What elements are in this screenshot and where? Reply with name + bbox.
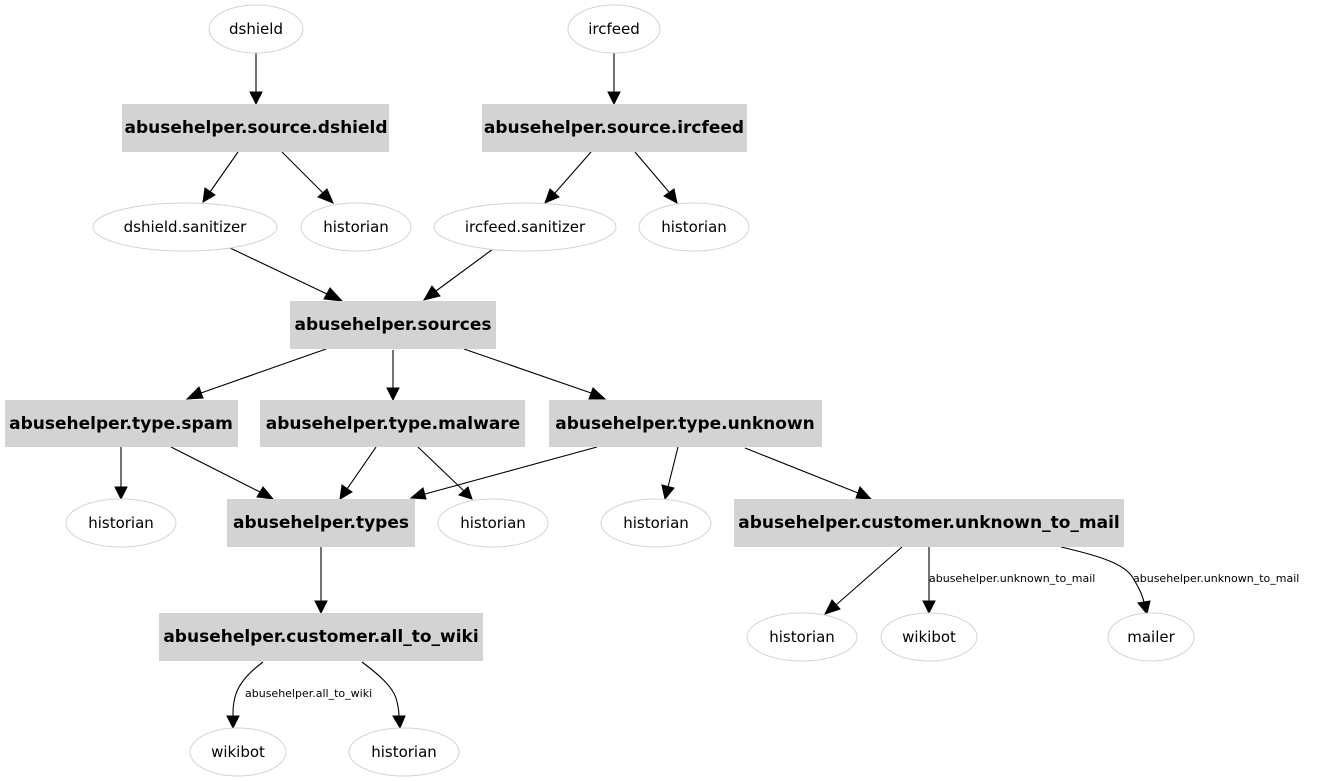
edge-type-spam-to-types xyxy=(170,446,275,500)
bot-label: historian xyxy=(623,514,689,532)
room-type-malware[interactable]: abusehelper.type.malware xyxy=(260,400,525,447)
edge-label-unknown-to-mailer: abusehelper.unknown_to_mail xyxy=(1133,572,1299,585)
edges xyxy=(114,53,1151,730)
edge-source-ircfeed-to-historian xyxy=(634,151,678,204)
room-label: abusehelper.type.spam xyxy=(9,414,233,434)
edge-type-malware-to-types xyxy=(339,446,377,500)
bot-historian-wiki[interactable]: historian xyxy=(348,727,460,777)
edge-source-dshield-to-historian xyxy=(281,151,334,204)
edge-ircfeed-sanitizer-to-sources xyxy=(422,248,494,301)
bot-label: historian xyxy=(661,218,727,236)
bot-ircfeed-sanitizer[interactable]: ircfeed.sanitizer xyxy=(433,202,617,252)
room-source-dshield[interactable]: abusehelper.source.dshield xyxy=(122,104,389,152)
edge-unknown-to-mail-to-mailer xyxy=(1060,546,1151,616)
bot-historian-unknown[interactable]: historian xyxy=(600,498,712,548)
bot-label: historian xyxy=(371,743,437,761)
edge-type-unknown-to-customer-unknown-to-mail xyxy=(744,447,873,500)
edge-dshield-sanitizer-to-sources xyxy=(229,247,344,302)
edge-all-to-wiki-to-historian xyxy=(361,661,406,730)
edge-unknown-to-mail-to-historian xyxy=(824,546,903,615)
room-label: abusehelper.type.malware xyxy=(266,414,520,434)
edge-type-malware-to-historian xyxy=(417,446,473,500)
room-customer-all-to-wiki[interactable]: abusehelper.customer.all_to_wiki xyxy=(159,613,483,661)
room-type-spam[interactable]: abusehelper.type.spam xyxy=(5,400,238,447)
edge-label-unknown-to-wikibot: abusehelper.unknown_to_mail xyxy=(929,572,1095,585)
bot-label: wikibot xyxy=(211,743,265,761)
bot-dshield-sanitizer[interactable]: dshield.sanitizer xyxy=(92,202,278,252)
room-label: abusehelper.customer.all_to_wiki xyxy=(163,627,478,647)
bot-dshield[interactable]: dshield xyxy=(208,4,304,54)
room-label: abusehelper.source.dshield xyxy=(124,118,387,138)
bot-historian-mail[interactable]: historian xyxy=(746,612,858,662)
bot-nodes: dshield ircfeed dshield.sanitizer histor… xyxy=(65,4,1195,777)
bot-label: historian xyxy=(88,514,154,532)
bot-label: historian xyxy=(769,628,835,646)
room-label: abusehelper.types xyxy=(233,513,409,533)
edge-sources-to-type-unknown xyxy=(463,348,607,400)
edge-source-ircfeed-to-sanitizer xyxy=(544,151,592,204)
edge-type-unknown-to-types xyxy=(409,446,598,500)
bot-historian-ircfeed[interactable]: historian xyxy=(638,202,750,252)
edge-sources-to-type-malware xyxy=(386,350,400,402)
bot-label: historian xyxy=(460,514,526,532)
edge-type-unknown-to-historian xyxy=(661,446,679,501)
edge-types-to-customer-all-to-wiki xyxy=(314,547,328,615)
edge-label-all-to-wiki: abusehelper.all_to_wiki xyxy=(245,687,372,700)
bot-label: mailer xyxy=(1127,628,1175,646)
bot-historian-malware[interactable]: historian xyxy=(437,498,549,548)
edge-type-spam-to-historian xyxy=(114,447,128,501)
bot-label: ircfeed xyxy=(588,20,640,38)
bot-label: dshield.sanitizer xyxy=(124,218,248,236)
room-sources[interactable]: abusehelper.sources xyxy=(290,301,496,349)
edge-unknown-to-mail-to-wikibot xyxy=(922,547,936,615)
room-label: abusehelper.customer.unknown_to_mail xyxy=(738,513,1119,533)
edge-labels: abusehelper.unknown_to_mail abusehelper.… xyxy=(245,572,1299,700)
bot-wikibot-mail[interactable]: wikibot xyxy=(880,612,978,662)
bot-historian-spam[interactable]: historian xyxy=(65,498,177,548)
bot-label: historian xyxy=(323,218,389,236)
bot-wikibot-wiki[interactable]: wikibot xyxy=(189,727,287,777)
edge-source-dshield-to-sanitizer xyxy=(202,151,239,203)
edge-all-to-wiki-to-wikibot xyxy=(226,661,264,730)
room-label: abusehelper.sources xyxy=(295,315,492,335)
room-customer-unknown-to-mail[interactable]: abusehelper.customer.unknown_to_mail xyxy=(734,499,1124,547)
bot-label: wikibot xyxy=(902,628,956,646)
room-source-ircfeed[interactable]: abusehelper.source.ircfeed xyxy=(482,104,747,152)
room-types[interactable]: abusehelper.types xyxy=(227,499,415,547)
bot-label: ircfeed.sanitizer xyxy=(465,218,586,236)
room-label: abusehelper.source.ircfeed xyxy=(484,118,744,138)
bot-ircfeed[interactable]: ircfeed xyxy=(567,4,661,54)
bot-label: dshield xyxy=(229,20,283,38)
room-type-unknown[interactable]: abusehelper.type.unknown xyxy=(549,400,822,447)
edge-ircfeed-to-source-ircfeed xyxy=(607,53,621,106)
edge-sources-to-type-spam xyxy=(185,348,327,400)
room-label: abusehelper.type.unknown xyxy=(555,414,814,434)
room-nodes: abusehelper.source.dshield abusehelper.s… xyxy=(5,104,1124,661)
bot-mailer[interactable]: mailer xyxy=(1107,612,1195,662)
edge-dshield-to-source-dshield xyxy=(249,53,263,106)
bot-historian-dshield[interactable]: historian xyxy=(300,202,412,252)
